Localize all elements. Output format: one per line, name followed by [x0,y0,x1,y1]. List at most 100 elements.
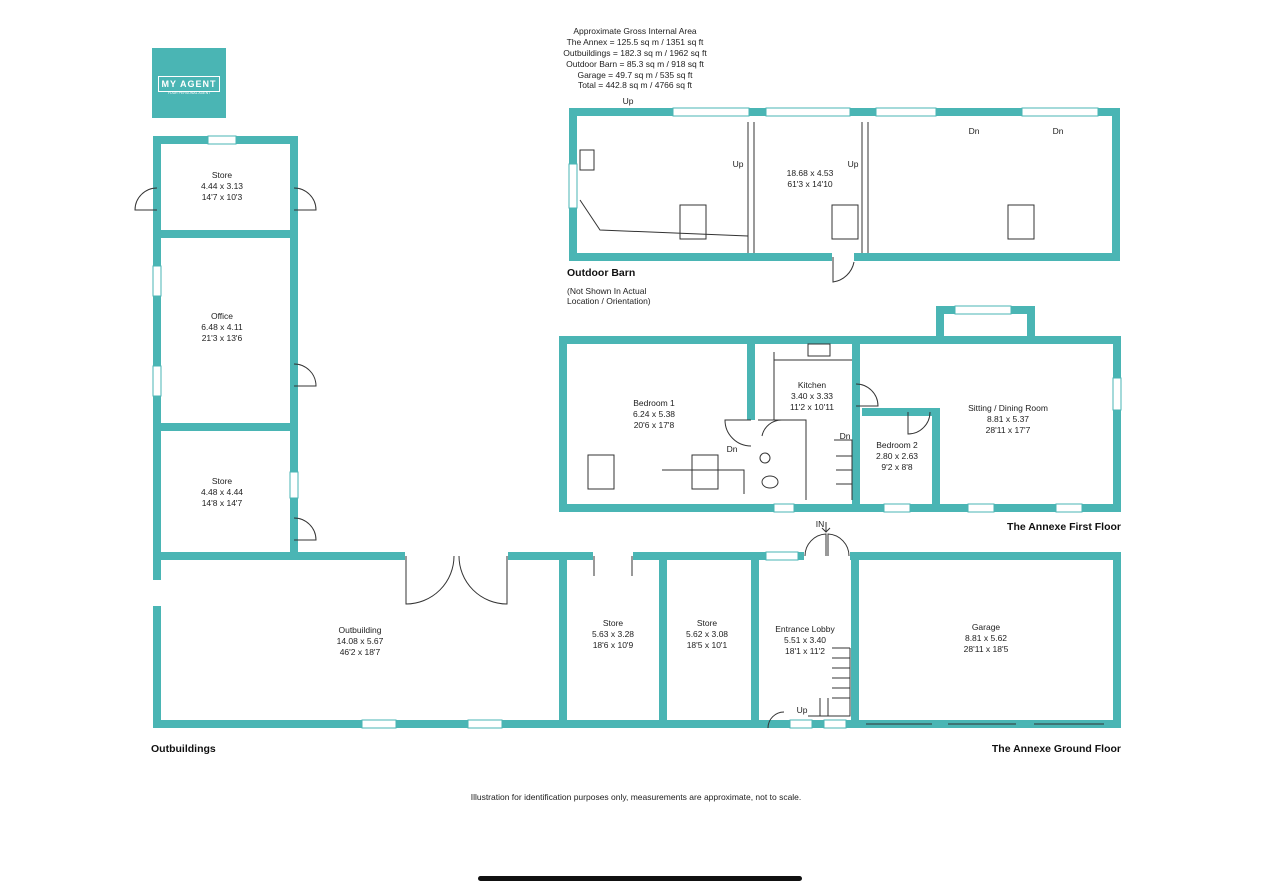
window [954,305,1012,315]
area-summary: Approximate Gross Internal Area The Anne… [563,26,707,90]
window [361,719,397,729]
barn-up-marker-2: Up [733,159,744,169]
window [883,503,911,513]
room-metric: 5.63 x 3.28 [592,629,634,639]
store-door-swing [593,556,633,576]
bedroom1-door [724,419,752,447]
ground-floor-walls [751,552,1121,728]
room-bedroom2: Bedroom 2 2.80 x 2.63 9'2 x 8'8 [876,440,918,472]
room-imperial: 9'2 x 8'8 [881,462,912,472]
kitchen-door [855,383,879,407]
heading-outbuildings: Outbuildings [151,743,216,755]
window [765,107,851,117]
window [467,719,503,729]
room-name: Outbuilding [338,625,381,635]
room-metric: 5.51 x 3.40 [784,635,826,645]
skylight [831,204,859,240]
skylight [691,454,719,490]
entry-double-door [804,533,850,557]
room-name: Kitchen [798,380,827,390]
area-line-4: Garage = 49.7 sq m / 535 sq ft [577,70,693,80]
window [568,163,578,209]
room-imperial: 61'3 x 14'10 [787,179,833,189]
room-name: Bedroom 1 [633,398,675,408]
room-garage: Garage 8.81 x 5.62 28'11 x 18'5 [964,622,1009,654]
barn-up-marker: Up [623,96,634,106]
annexe-ground-floor-plan: IN Up [751,519,1121,729]
sink [579,149,595,171]
lobby-stairs [808,647,851,717]
room-name: Garage [972,622,1001,632]
room-entrance-lobby: Entrance Lobby 5.51 x 3.40 18'1 x 11'2 [775,624,835,656]
room-barn: 18.68 x 4.53 61'3 x 14'10 [787,168,834,189]
window [207,135,237,145]
window [289,471,299,499]
double-door-gap [405,550,508,562]
entry-in-marker: IN [816,519,825,529]
skylight [587,454,615,490]
room-store-mid: Store 4.48 x 4.44 14'8 x 14'7 [201,476,243,508]
window [672,107,750,117]
window [773,503,795,513]
room-metric: 8.81 x 5.62 [965,633,1007,643]
logo-text: MY AGENT [158,76,220,92]
window [1021,107,1099,117]
room-name: Office [211,311,233,321]
window [765,551,799,561]
room-name: Store [212,476,233,486]
room-outbuilding: Outbuilding 14.08 x 5.67 46'2 x 18'7 [337,625,384,657]
barn-walls [569,108,1120,261]
room-store-top: Store 4.44 x 3.13 14'7 x 10'3 [201,170,243,202]
skylight [1007,204,1035,240]
room-sitting-dining: Sitting / Dining Room 8.81 x 5.37 28'11 … [968,403,1048,435]
window [1112,377,1122,411]
barn-dn-marker: Dn [969,126,980,136]
room-imperial: 18'6 x 10'9 [593,640,634,650]
barn-dn-marker-2: Dn [1053,126,1064,136]
room-imperial: 11'2 x 10'11 [790,402,834,412]
area-line-1: The Annex = 125.5 sq m / 1351 sq ft [567,37,704,47]
side-door-gap [151,580,163,606]
heading-annexe-first-floor: The Annexe First Floor [1007,521,1121,533]
kitchen-sink [807,343,831,357]
store-side-door-right [293,187,317,211]
room-kitchen: Kitchen 3.40 x 3.33 11'2 x 10'11 [790,380,834,412]
skylight [679,204,707,240]
lobby-side-door [767,711,785,729]
area-line-0: Approximate Gross Internal Area [573,26,697,36]
window [823,719,847,729]
window [967,503,995,513]
window [152,365,162,397]
room-name: Entrance Lobby [775,624,835,634]
bath-door [761,419,783,437]
outbuildings-plan [134,135,759,729]
room-imperial: 18'1 x 11'2 [785,646,825,656]
room-imperial: 18'5 x 10'1 [687,640,728,650]
area-line-5: Total = 442.8 sq m / 4766 sq ft [578,80,693,90]
entry-arrow [821,522,831,533]
room-metric: 6.24 x 5.38 [633,409,675,419]
barn-up-marker-3: Up [848,159,859,169]
area-line-3: Outdoor Barn = 85.3 sq m / 918 sq ft [566,59,704,69]
home-indicator[interactable] [478,876,802,881]
barn-counter [579,199,749,237]
double-door-swing [405,555,508,605]
office-door [293,363,317,387]
bedroom2-door [907,411,931,435]
store-door-gap [593,550,633,562]
window [789,719,813,729]
room-name: Bedroom 2 [876,440,918,450]
room-metric: 18.68 x 4.53 [787,168,834,178]
room-metric: 3.40 x 3.33 [791,391,833,401]
outdoor-barn-note-2: Location / Orientation) [567,296,651,306]
room-name: Store [603,618,624,628]
room-name: Sitting / Dining Room [968,403,1048,413]
window [1055,503,1083,513]
room-bedroom1: Bedroom 1 6.24 x 5.38 20'6 x 17'8 [633,398,675,430]
room-imperial: 20'6 x 17'8 [634,420,675,430]
heading-annexe-ground-floor: The Annexe Ground Floor [992,743,1121,755]
entry-door-gap [804,550,850,562]
room-store-b: Store 5.62 x 3.08 18'5 x 10'1 [686,618,728,650]
room-store-a: Store 5.63 x 3.28 18'6 x 10'9 [592,618,634,650]
room-imperial: 14'7 x 10'3 [202,192,243,202]
